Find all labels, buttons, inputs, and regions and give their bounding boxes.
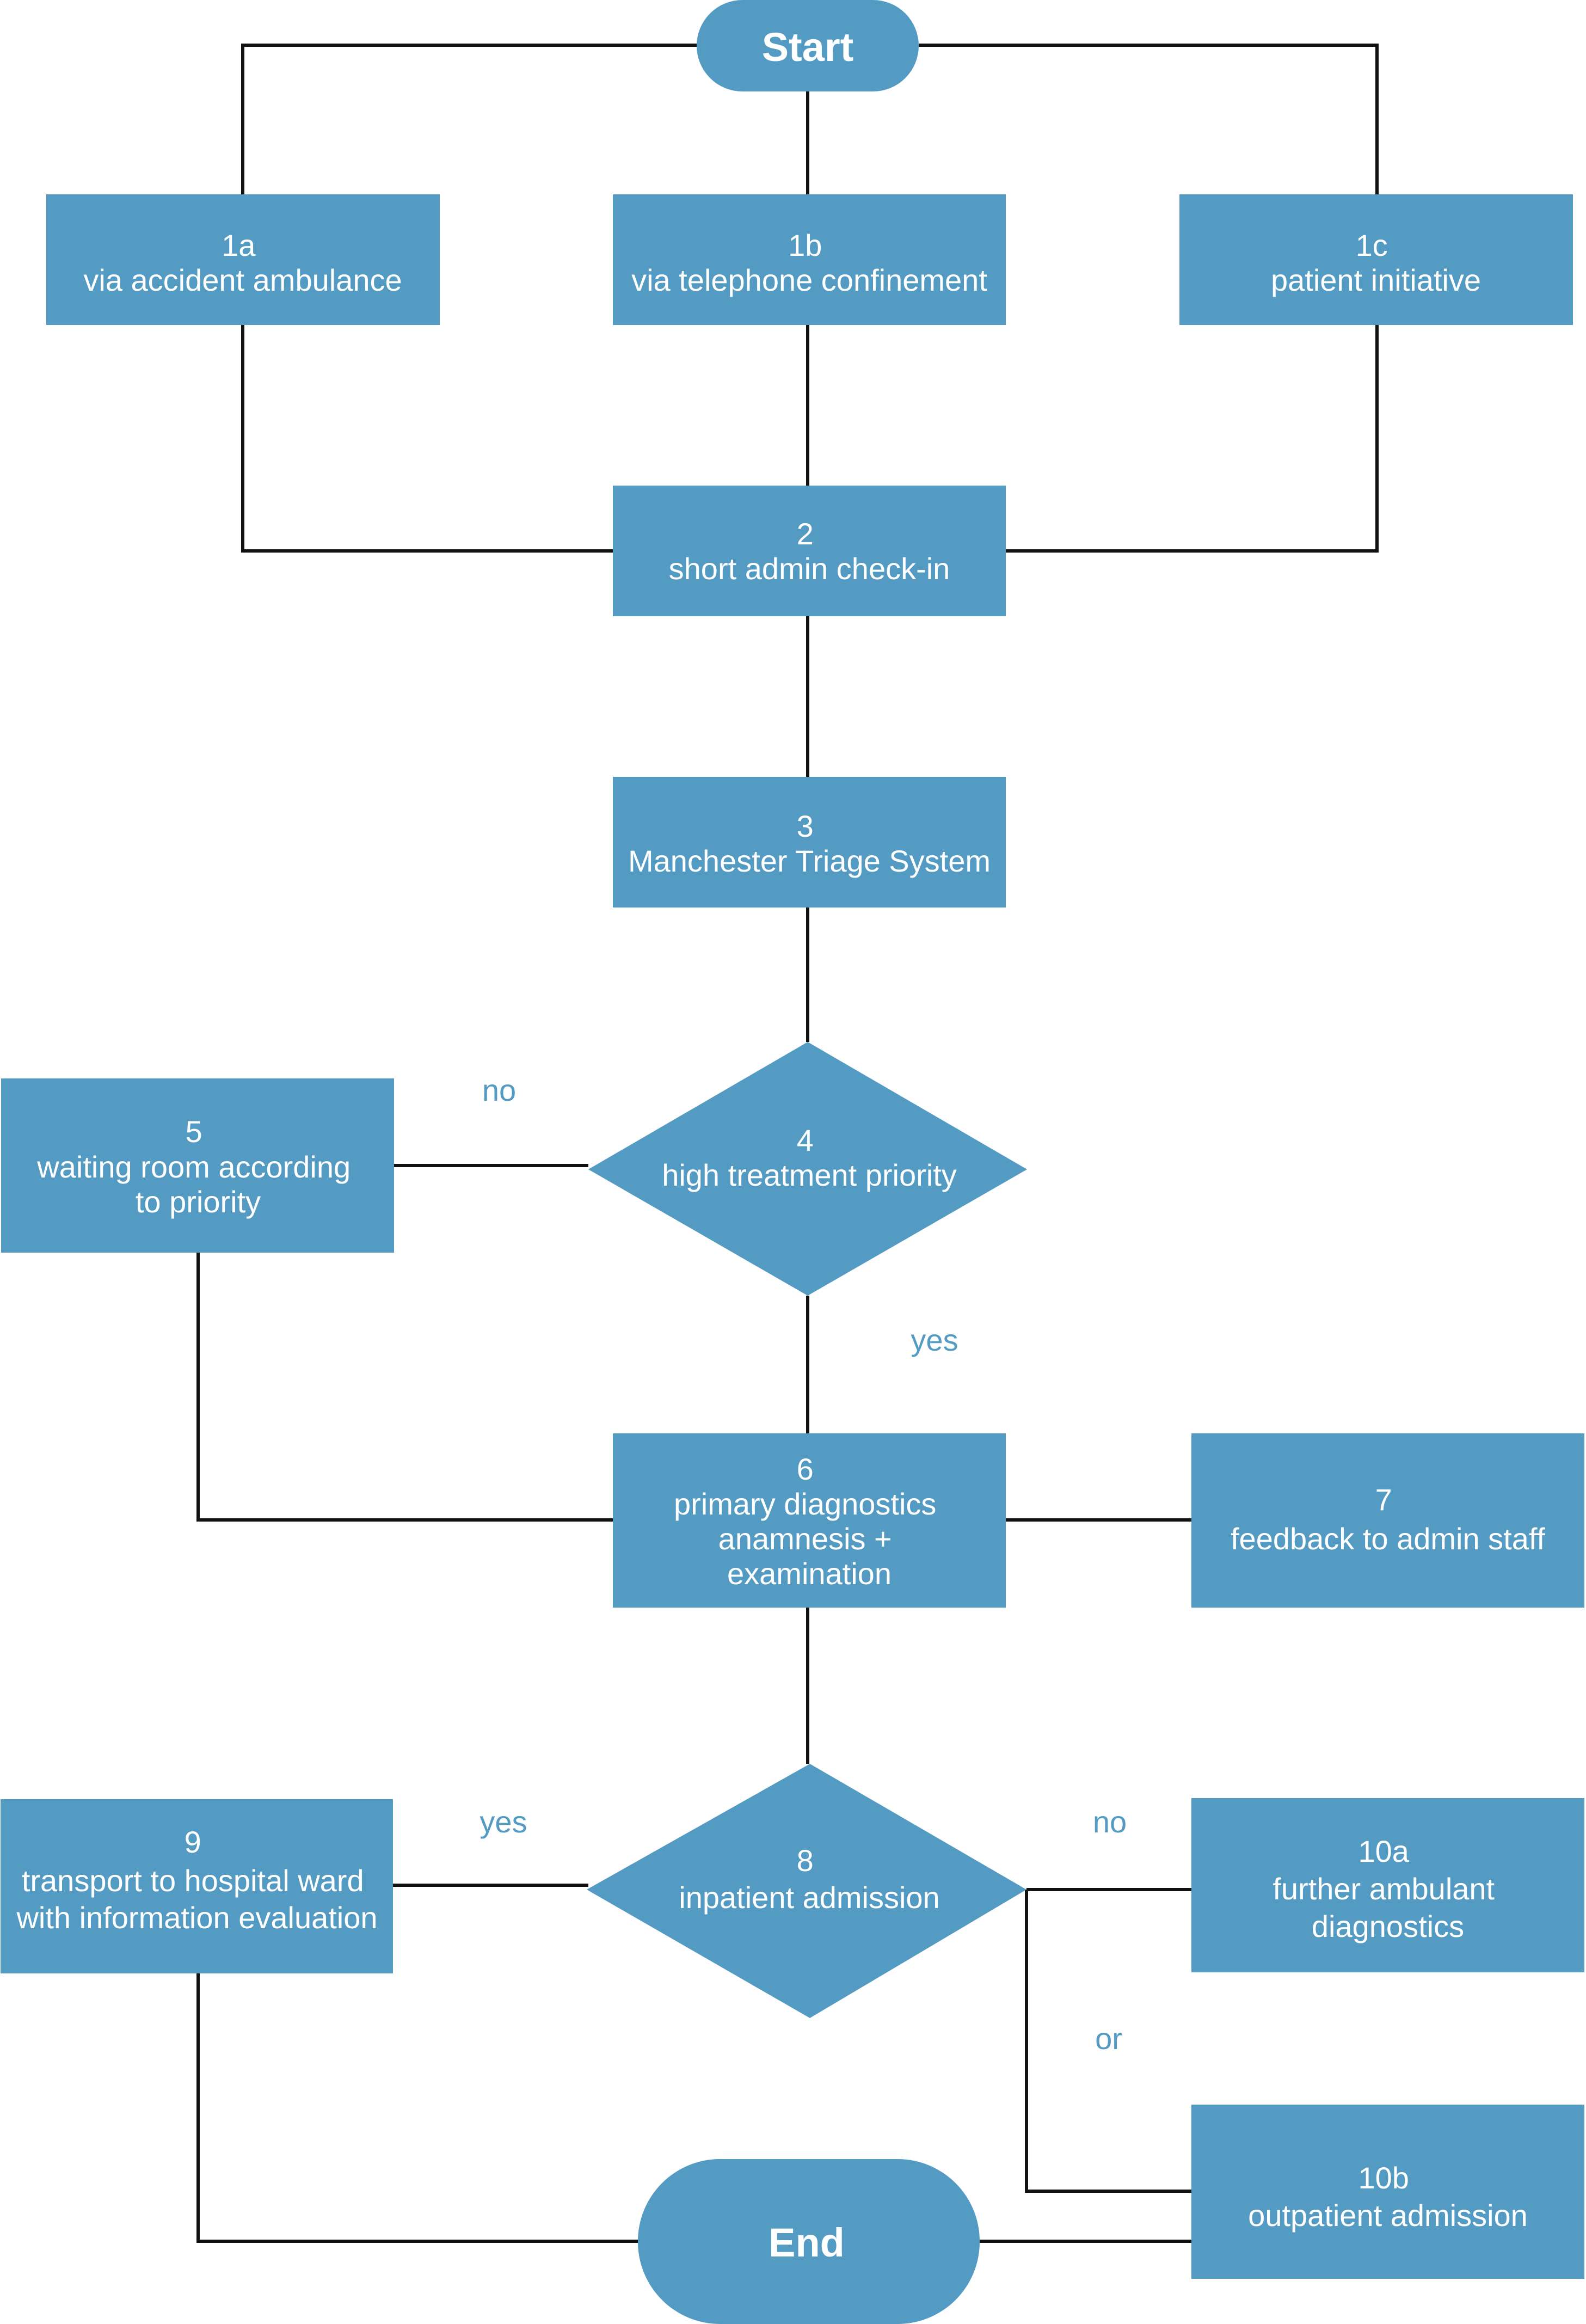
node-1b-id: 1b [788,228,822,262]
node-9 [1,1799,393,1973]
connectors [196,44,1379,2243]
node-10a-text-2: diagnostics [1312,1909,1464,1943]
decision-4-id: 4 [797,1123,814,1157]
edge-1c-2 [1006,325,1379,553]
node-1a-id: 1a [222,228,256,262]
node-6-text-3: examination [727,1556,892,1591]
edge-9-end [196,1973,638,2243]
node-6-text-1: primary diagnostics [674,1487,936,1521]
decision-8 [587,1764,1026,2018]
node-1b [613,194,1006,325]
node-7 [1191,1433,1584,1608]
node-10a-text-1: further ambulant [1273,1872,1495,1906]
decision-4-text: high treatment priority [662,1158,957,1192]
end-terminal [638,2159,980,2324]
node-7-label: 7 feedback to admin staff [1231,1482,1545,1556]
decision-8-id: 8 [797,1843,814,1878]
node-1c [1179,194,1573,325]
node-10b [1191,2105,1584,2279]
edge-start-1c [919,44,1379,194]
end-label: End [769,2220,845,2265]
start-terminal [697,0,919,91]
node-6-id: 6 [797,1452,814,1486]
node-1c-label: 1c patient initiative [1271,228,1481,297]
edge-start-1a [241,44,697,194]
edge-5-6 [196,1253,613,1522]
node-10b-text: outpatient admission [1248,2198,1528,2233]
node-3-label: 3 Manchester Triage System [628,809,991,878]
edge-labels: no yes yes no or [480,1073,1127,2056]
node-9-text-2: with information evaluation [16,1900,377,1935]
node-1c-text: patient initiative [1271,263,1481,297]
node-6-text-2: anamnesis + [718,1522,892,1556]
decision-8-text: inpatient admission [679,1880,939,1915]
decision-4-label: 4 high treatment priority [662,1123,957,1192]
node-1a [46,194,440,325]
edge-label-no-priority: no [482,1073,516,1107]
node-2-id: 2 [797,517,814,551]
node-1b-text: via telephone confinement [631,263,987,297]
node-1b-label: 1b via telephone confinement [631,228,987,297]
node-5-id: 5 [186,1114,202,1149]
node-3 [613,777,1006,907]
edge-8-10b [1025,1890,1191,2193]
node-9-text-1: transport to hospital ward [22,1863,364,1898]
node-9-id: 9 [185,1825,201,1859]
node-5-text-1: waiting room according [36,1150,351,1184]
node-10a-id: 10a [1358,1834,1410,1868]
node-5-text-2: to priority [136,1185,261,1219]
edge-label-no-admission: no [1093,1805,1127,1839]
node-labels: Start 1a via accident ambulance 1b via t… [16,24,1545,2265]
node-2-label: 2 short admin check-in [669,517,950,586]
node-5 [1,1078,394,1253]
node-1c-id: 1c [1356,228,1388,262]
node-3-id: 3 [797,809,814,843]
node-7-text: feedback to admin staff [1231,1522,1545,1556]
edge-label-or: or [1095,2021,1122,2056]
node-7-id: 7 [1375,1482,1392,1517]
decision-8-label: 8 inpatient admission [679,1843,939,1915]
node-5-label: 5 waiting room according to priority [36,1114,359,1219]
node-9-label: 9 transport to hospital ward with inform… [16,1825,377,1935]
node-2 [613,486,1006,616]
node-2-text: short admin check-in [669,551,950,586]
node-1a-label: 1a via accident ambulance [83,228,402,297]
node-6 [613,1433,1006,1608]
node-10b-id: 10b [1358,2161,1409,2195]
start-label: Start [762,24,854,70]
edge-label-yes-admission: yes [480,1805,527,1839]
node-10b-label: 10b outpatient admission [1248,2161,1528,2233]
node-10a-label: 10a further ambulant diagnostics [1273,1834,1503,1943]
decision-4 [588,1042,1027,1296]
node-6-label: 6 primary diagnostics anamnesis + examin… [674,1452,945,1591]
node-10a [1191,1798,1584,1972]
edge-label-yes-priority: yes [911,1323,958,1357]
node-3-text: Manchester Triage System [628,844,991,878]
edge-1a-2 [241,325,613,553]
node-1a-text: via accident ambulance [83,263,402,297]
